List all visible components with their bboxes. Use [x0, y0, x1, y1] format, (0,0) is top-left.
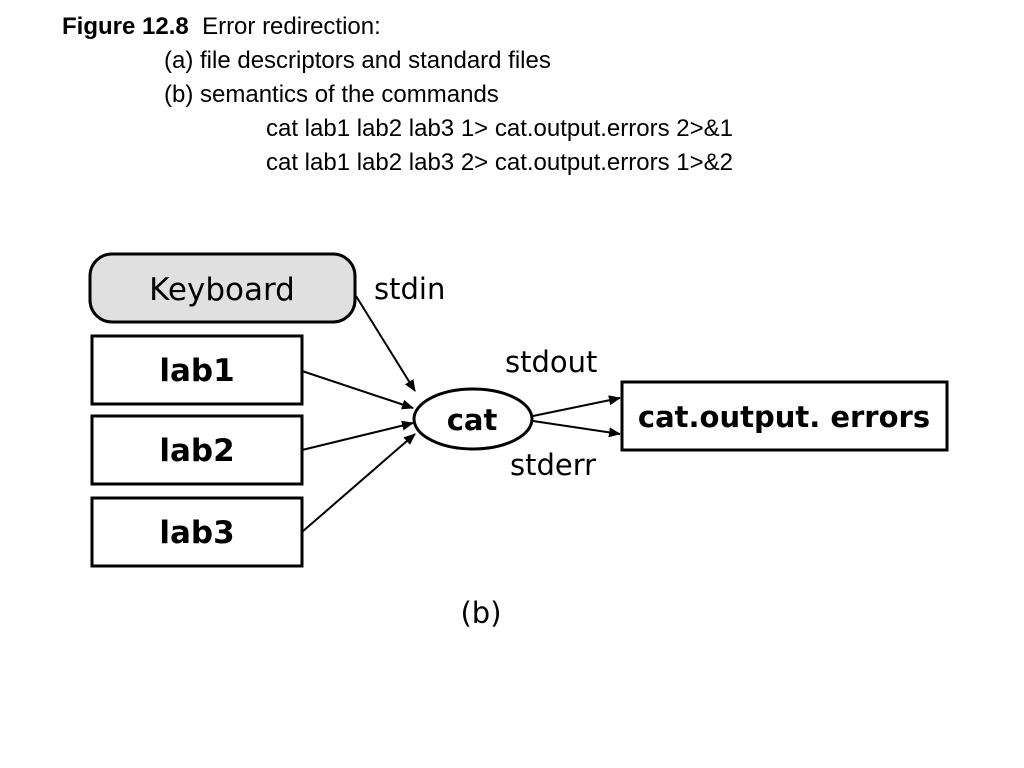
- keyboard-label: Keyboard: [149, 272, 295, 308]
- stdout-label: stdout: [505, 345, 597, 379]
- output-label: cat.output. errors: [638, 400, 930, 434]
- lab1-label: lab1: [159, 353, 234, 389]
- lab2-node: lab2: [90, 414, 304, 486]
- lab1-node: lab1: [90, 334, 304, 406]
- lab2-arrow: [301, 420, 414, 451]
- keyboard-node: Keyboard: [88, 252, 357, 324]
- output-box: [620, 380, 949, 452]
- figure-title: Error redirection:: [202, 13, 381, 40]
- lab3-arrow: [301, 433, 416, 533]
- stdin-arrow: [355, 295, 416, 392]
- keyboard-box: [88, 252, 357, 324]
- lab3-box: [90, 496, 304, 568]
- caption-command-2: cat lab1 lab2 lab3 2> cat.output.errors …: [266, 149, 733, 176]
- caption-item-a: (a) file descriptors and standard files: [164, 47, 551, 74]
- output-node: cat.output. errors: [620, 380, 949, 452]
- caption-title-line: Figure 12.8 Error redirection:: [62, 10, 733, 44]
- stderr-label: stderr: [510, 448, 596, 482]
- stderr-arrow: [532, 420, 621, 438]
- figure-label: Figure 12.8: [62, 13, 189, 40]
- lab1-arrow: [301, 370, 414, 410]
- figure-caption: Figure 12.8 Error redirection: (a) file …: [62, 10, 733, 180]
- stdin-label: stdin: [374, 272, 445, 306]
- caption-item-b: (b) semantics of the commands: [164, 81, 499, 108]
- lab1-box: [90, 334, 304, 406]
- caption-command-1: cat lab1 lab2 lab3 1> cat.output.errors …: [266, 115, 733, 142]
- stdout-arrow: [532, 395, 621, 417]
- cat-ellipse: [412, 387, 534, 451]
- cat-label: cat: [447, 403, 498, 437]
- lab2-label: lab2: [159, 433, 234, 469]
- part-b-label: (b): [460, 596, 501, 630]
- lab3-node: lab3: [90, 496, 304, 568]
- cat-node: cat: [412, 387, 534, 451]
- lab3-label: lab3: [159, 515, 234, 551]
